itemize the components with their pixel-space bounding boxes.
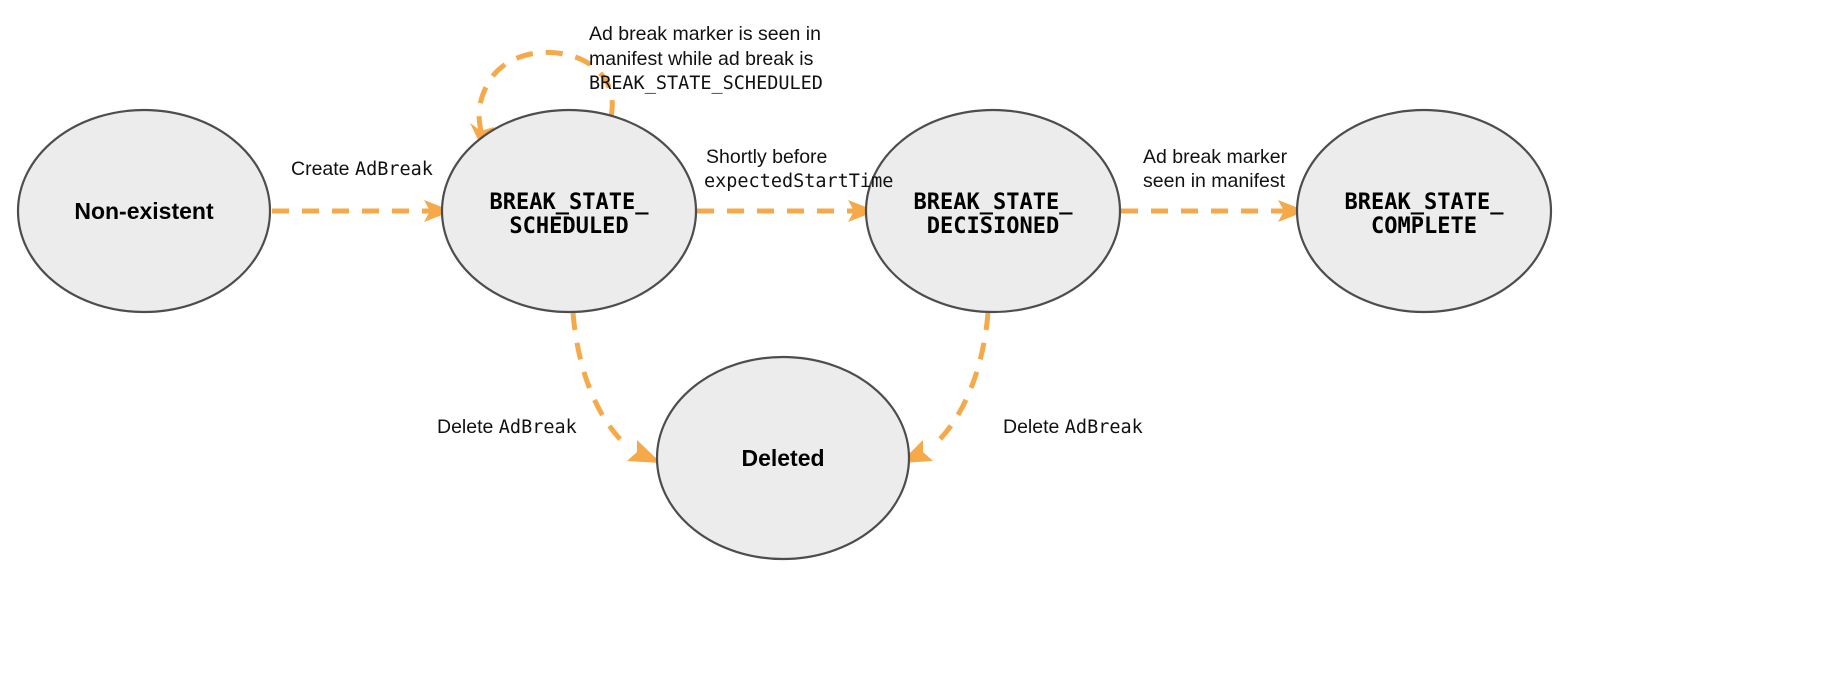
edge-delete-from-scheduled-arrowhead [627,440,661,463]
edge-label-delete-decisioned-mono: AdBreak [1065,417,1143,438]
edge-delete-adbreak-from-decisioned [900,312,991,463]
node-break-state-decisioned-shape[interactable] [864,108,1122,314]
node-deleted-shape[interactable] [655,355,911,561]
edge-label-self-loop-line1: Ad break marker is seen in [589,23,821,45]
edge-label-delete-scheduled-plain: Delete [437,416,499,438]
edge-label-self-loop-line3: BREAK_STATE_SCHEDULED [589,73,823,94]
edge-label-shortly-before-line2: expectedStartTime [704,171,893,192]
node-break-state-complete-label-line2: COMPLETE [1371,214,1477,239]
edge-create-adbreak-arrowhead [424,200,452,222]
node-non-existent-label: Non-existent [74,198,214,224]
edge-label-marker-seen-line1: Ad break marker [1143,146,1288,168]
edge-label-create-adbreak-mono: AdBreak [355,159,433,180]
edge-ad-break-marker-seen-in-manifest [1121,200,1306,222]
node-break-state-scheduled-shape[interactable] [440,108,698,314]
node-non-existent-shape[interactable] [16,108,272,314]
node-non-existent[interactable]: Non-existent [16,108,272,314]
edge-label-scheduled-self-loop: Ad break marker is seen in manifest whil… [589,23,823,94]
node-break-state-complete-label-line1: BREAK_STATE_ [1345,190,1505,215]
edge-label-delete-adbreak-from-decisioned: Delete AdBreak [1003,416,1143,438]
svg-text:Delete AdBreak: Delete AdBreak [1003,416,1143,438]
node-break-state-complete-shape[interactable] [1295,108,1553,314]
edge-scheduled-self-loop-path [476,49,615,132]
edge-label-create-adbreak-plain: Create [291,158,355,180]
edge-delete-from-decisioned-path [931,312,991,448]
edge-label-delete-adbreak-from-scheduled: Delete AdBreak [437,416,577,438]
edge-label-marker-seen-line2: seen in manifest [1143,170,1286,192]
node-break-state-scheduled-label-line2: SCHEDULED [509,214,628,239]
node-break-state-complete[interactable]: BREAK_STATE_ COMPLETE [1295,108,1553,314]
node-break-state-decisioned-label-line2: DECISIONED [927,214,1059,239]
node-deleted-label: Deleted [741,445,824,471]
edge-shortly-before-expected-start-time [697,200,876,222]
edge-label-create-adbreak: Create AdBreak [291,158,433,180]
node-break-state-scheduled[interactable]: BREAK_STATE_ SCHEDULED [440,108,698,314]
edge-label-delete-scheduled-mono: AdBreak [499,417,577,438]
node-break-state-decisioned[interactable]: BREAK_STATE_ DECISIONED [864,108,1122,314]
edge-delete-from-scheduled-path [570,312,629,448]
node-deleted[interactable]: Deleted [655,355,911,561]
edge-shortly-before-arrowhead [848,200,876,222]
edge-label-ad-break-marker-seen-in-manifest: Ad break marker seen in manifest [1143,146,1288,192]
edge-create-adbreak [272,200,452,222]
edge-marker-seen-arrowhead [1278,200,1306,222]
edge-label-self-loop-line2: manifest while ad break is [589,48,814,70]
edge-label-shortly-before-expected-start-time: Shortly before expectedStartTime [704,146,893,192]
svg-text:Create AdBreak: Create AdBreak [291,158,433,180]
node-break-state-decisioned-label-line1: BREAK_STATE_ [914,190,1074,215]
edge-delete-adbreak-from-scheduled [570,312,661,463]
svg-text:Delete AdBreak: Delete AdBreak [437,416,577,438]
node-break-state-scheduled-label-line1: BREAK_STATE_ [490,190,650,215]
edge-label-delete-decisioned-plain: Delete [1003,416,1065,438]
edge-label-shortly-before-line1: Shortly before [706,146,827,168]
